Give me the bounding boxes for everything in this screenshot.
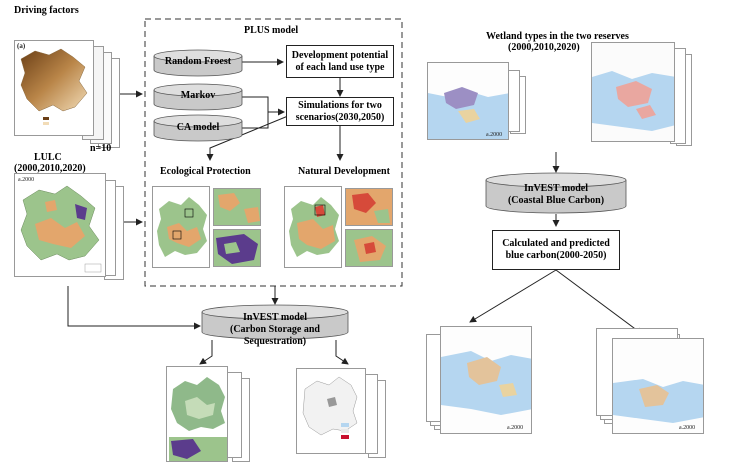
blue-carbon-reserve2-raster <box>613 339 703 433</box>
blue-carbon-year-b: a.2000 <box>679 425 696 431</box>
arrow-markov-join <box>242 96 269 112</box>
wetland-reserve1-raster <box>428 63 508 139</box>
cylinder-markov <box>153 83 243 111</box>
eco-protection-zoom-1 <box>213 188 261 226</box>
wetland-map-reserve-2 <box>591 42 675 142</box>
natural-dev-zoom-1 <box>345 188 393 226</box>
random-forest-label: Random Froest <box>164 56 232 67</box>
wetland-map-reserve-1: a.2000 <box>427 62 509 140</box>
lulc-years: (2000,2010,2020) <box>14 163 86 174</box>
arrow-invest-to-seq-map <box>335 340 349 365</box>
cylinder-ca-model <box>153 114 243 142</box>
dev-potential-line1: Development potential <box>291 49 389 61</box>
simulations-line2: scenarios(2030,2050) <box>295 111 385 123</box>
eco-zoom1-raster <box>218 193 260 223</box>
eco-protection-zoom-2 <box>213 229 261 267</box>
cylinder-random-forest <box>153 49 243 77</box>
panel-a-label: (a) <box>17 42 26 50</box>
lulc-map-2000: a.2000 <box>14 173 106 277</box>
cylinder-invest-blue-carbon <box>485 172 627 214</box>
markov-label: Markov <box>180 90 216 101</box>
driving-factor-map: (a) <box>14 40 94 136</box>
natural-zoom1-raster <box>352 193 390 223</box>
arrow-invest-to-carbon-map <box>199 340 213 365</box>
lulc-map-year: a.2000 <box>18 177 35 183</box>
eco-zoom2-raster <box>216 234 258 264</box>
carbon-sequestration-map <box>296 368 366 454</box>
natural-main-raster <box>289 197 339 257</box>
blue-carbon-map-reserve-2: a.2000 <box>612 338 704 434</box>
plus-model-title: PLUS model <box>244 25 299 36</box>
simulations-line1: Simulations for two <box>298 99 382 111</box>
natural-dev-zoom-2 <box>345 229 393 267</box>
arrow-ca-join <box>242 108 285 129</box>
eco-protection-main-map <box>152 186 210 268</box>
carbon-storage-map <box>166 366 228 462</box>
calc-line1: Calculated and predicted <box>502 238 610 249</box>
lulc-title: LULC <box>34 152 62 163</box>
n-count-label: n=10 <box>90 143 112 154</box>
arrow-sim-to-eco <box>206 115 289 161</box>
ca-model-label: CA model <box>176 122 220 133</box>
arrow-calc-to-map-left <box>469 269 557 323</box>
development-potential-box: Development potential of each land use t… <box>286 45 394 78</box>
wetland-types-years: (2000,2010,2020) <box>508 42 580 53</box>
cylinder-invest-carbon <box>201 304 349 340</box>
invest-blue-carbon-subtitle: (Coastal Blue Carbon) <box>507 195 605 206</box>
arrow-lulc-to-invest <box>67 286 201 330</box>
plus-model-frame <box>144 18 403 287</box>
lulc-raster <box>20 185 102 273</box>
calc-line2: blue carbon(2000-2050) <box>505 250 607 261</box>
blue-carbon-reserve1-raster <box>441 327 531 433</box>
blue-carbon-year-a: a.2000 <box>507 425 524 431</box>
eco-main-raster <box>157 197 207 257</box>
natural-development-title: Natural Development <box>298 166 390 177</box>
blue-carbon-map-reserve-1: a.2000 <box>440 326 532 434</box>
invest-carbon-subtitle: (Carbon Storage and Sequestration) <box>229 324 320 347</box>
wetland-reserve2-raster <box>592 43 674 141</box>
carbon-storage-raster <box>169 377 227 461</box>
arrow-calc-to-map-right <box>555 269 643 335</box>
simulations-box: Simulations for two scenarios(2030,2050) <box>286 97 394 126</box>
invest-blue-carbon-title: InVEST model <box>523 183 588 194</box>
ecological-protection-title: Ecological Protection <box>160 166 251 177</box>
wetland-map-year-a: a.2000 <box>486 132 503 138</box>
dev-potential-line2: of each land use type <box>295 61 385 73</box>
carbon-sequestration-raster <box>302 376 358 439</box>
natural-zoom2-raster <box>354 236 386 262</box>
natural-dev-main-map <box>284 186 342 268</box>
invest-carbon-title: InVEST model <box>242 312 307 323</box>
wetland-types-title: Wetland types in the two reserves <box>486 31 629 42</box>
driving-factors-title: Driving factors <box>14 5 79 16</box>
driving-factor-raster <box>20 48 88 125</box>
calculated-predicted-box: Calculated and predicted blue carbon(200… <box>492 230 620 270</box>
